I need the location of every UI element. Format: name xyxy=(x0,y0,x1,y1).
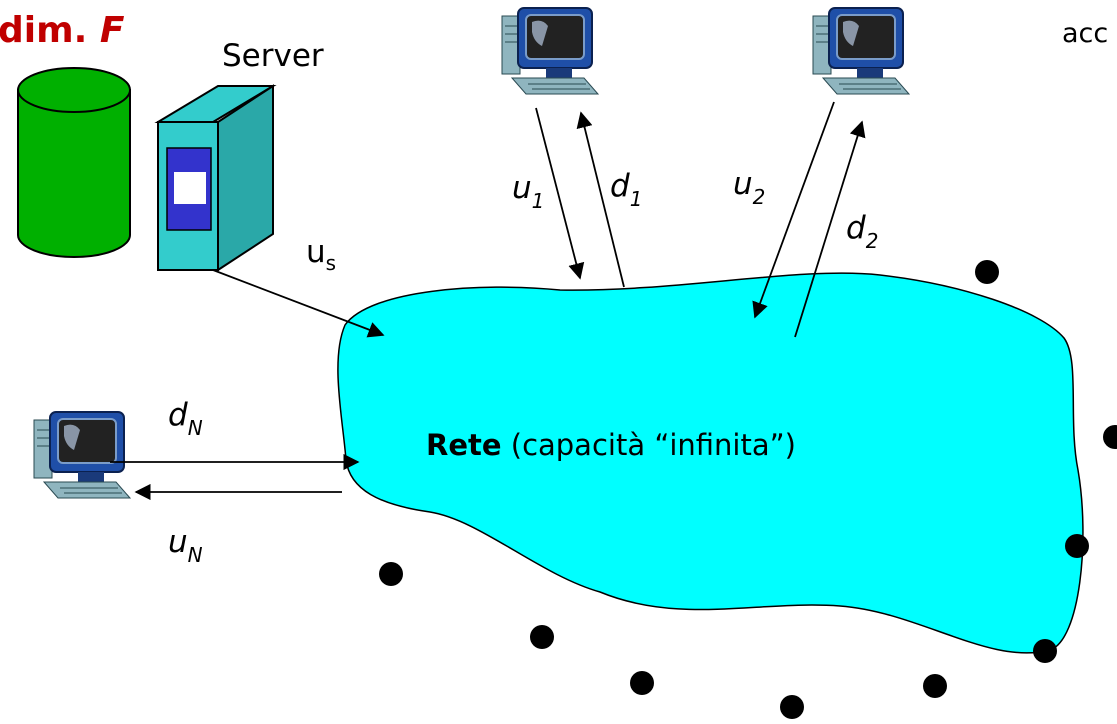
peer-2-download-arrow xyxy=(794,120,866,338)
peer-1-upload-arrow xyxy=(535,107,585,280)
top-right-text-fragment: acc xyxy=(1062,18,1108,49)
peer-2-upload-arrow xyxy=(752,101,835,319)
peer-2-download-rate-label: d2 xyxy=(846,210,878,253)
more-peers-dots xyxy=(379,260,1117,719)
ellipsis-dot xyxy=(1103,425,1117,449)
peer-2-upload-rate-label: u2 xyxy=(733,166,765,209)
network-label: Rete (capacità “infinita”) xyxy=(426,428,796,462)
ellipsis-dot xyxy=(379,562,403,586)
peer-1-download-rate-label: d1 xyxy=(610,168,642,211)
peer-1-upload-rate-label: u1 xyxy=(512,170,544,213)
server-upload-rate-label: us xyxy=(306,234,336,275)
peer-n-computer-icon xyxy=(33,411,131,499)
title-fragment: dim. F xyxy=(0,10,125,51)
server-icon xyxy=(154,84,277,272)
peer-n-download-rate-label: dN xyxy=(168,397,203,440)
ellipsis-dot xyxy=(780,695,804,719)
network-cloud xyxy=(337,272,1084,654)
peer-1-download-arrow xyxy=(576,111,625,288)
ellipsis-dot xyxy=(975,260,999,284)
server-upload-arrow xyxy=(212,269,385,338)
peer-1-computer-icon xyxy=(501,7,599,95)
ellipsis-dot xyxy=(630,671,654,695)
peer-2-computer-icon xyxy=(812,7,910,95)
file-disk-icon xyxy=(17,67,131,258)
ellipsis-dot xyxy=(923,674,947,698)
peer-n-upload-rate-label: uN xyxy=(168,524,203,567)
server-label: Server xyxy=(222,38,324,74)
ellipsis-dot xyxy=(1033,639,1057,663)
ellipsis-dot xyxy=(530,625,554,649)
ellipsis-dot xyxy=(1065,534,1089,558)
